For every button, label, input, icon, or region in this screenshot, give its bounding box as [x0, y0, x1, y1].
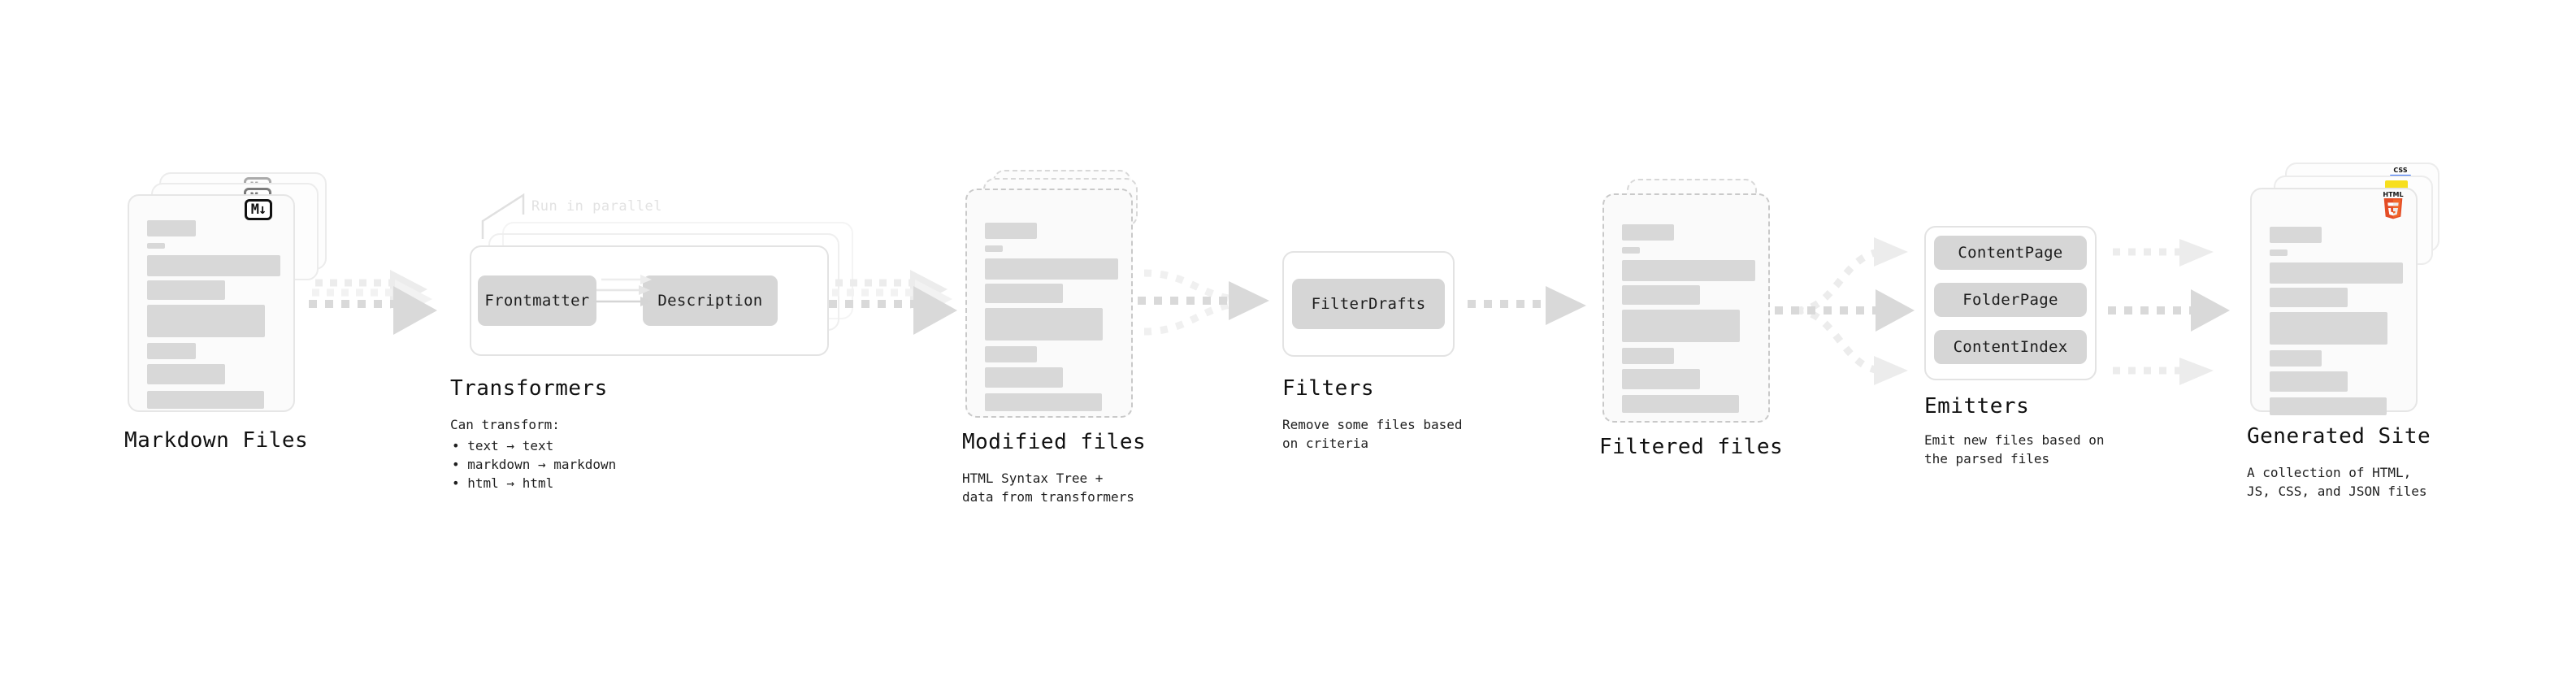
transformers-bullet-1: • text → text: [452, 438, 554, 453]
doc-bar: [1622, 285, 1700, 305]
doc-bar: [985, 308, 1103, 340]
doc-bar: [1622, 348, 1674, 364]
doc-bar: [2270, 249, 2288, 256]
doc-bar: [2270, 262, 2403, 284]
emitters-subtitle: Emit new files based on the parsed files: [1924, 432, 2105, 466]
content-index-pill[interactable]: ContentIndex: [1934, 330, 2087, 364]
doc-bar: [2270, 227, 2322, 243]
doc-bar: [147, 220, 196, 236]
run-in-parallel-leader: [481, 193, 525, 239]
modified-card-front: [965, 189, 1133, 418]
doc-bar: [2270, 312, 2387, 345]
doc-bar: [2270, 397, 2387, 415]
frontmatter-pill[interactable]: Frontmatter: [478, 275, 596, 326]
arrow-transformers-to-modified: [829, 270, 957, 335]
doc-bar: [147, 280, 225, 300]
markdown-card-front: [128, 194, 295, 412]
generated-site-title: Generated Site: [2247, 424, 2431, 449]
emitters-title: Emitters: [1924, 394, 2030, 419]
transformers-bullet-2: • markdown → markdown: [452, 457, 617, 472]
arrow-filters-to-filtered: [1468, 286, 1586, 325]
modified-files-subtitle: HTML Syntax Tree + data from transformer…: [962, 471, 1134, 505]
doc-bar: [985, 223, 1037, 239]
doc-bar: [985, 284, 1063, 303]
filtered-files-title: Filtered files: [1599, 435, 1784, 459]
doc-bar: [985, 346, 1037, 362]
markdown-badge-front: M↓: [245, 199, 272, 220]
arrow-emitters-to-site: [2108, 239, 2230, 385]
filter-drafts-pill[interactable]: FilterDrafts: [1292, 279, 1445, 329]
filtered-card-front: [1602, 193, 1770, 423]
generated-site-subtitle: A collection of HTML, JS, CSS, and JSON …: [2247, 465, 2427, 499]
doc-bar: [2270, 288, 2348, 307]
arrow-filtered-to-emitters: [1775, 237, 1915, 385]
doc-bar: [985, 245, 1003, 252]
transformers-subtitle: Can transform:: [450, 417, 560, 432]
description-pill[interactable]: Description: [643, 275, 778, 326]
doc-bar: [1622, 369, 1700, 389]
doc-bar: [147, 255, 280, 276]
folder-page-pill[interactable]: FolderPage: [1934, 283, 2087, 317]
doc-bar: [147, 364, 225, 384]
doc-bar: [147, 243, 165, 249]
doc-bar: [1622, 224, 1674, 241]
filters-subtitle: Remove some files based on criteria: [1282, 417, 1463, 451]
doc-bar: [1622, 395, 1739, 413]
doc-bar: [985, 367, 1063, 388]
site-card-front: [2250, 188, 2418, 415]
doc-bar: [1622, 260, 1755, 281]
doc-bar: [2270, 371, 2348, 392]
html5-icon-label: HTML: [2383, 191, 2404, 198]
transformers-bullet-3: • html → html: [452, 475, 554, 491]
content-page-pill[interactable]: ContentPage: [1934, 236, 2087, 270]
doc-bar: [147, 343, 196, 359]
transformers-bullets: • text → text • markdown → markdown • ht…: [452, 436, 616, 492]
modified-files-title: Modified files: [962, 430, 1147, 454]
doc-bar: [2270, 350, 2322, 367]
arrow-md-to-transformers: [309, 270, 437, 335]
transformers-title: Transformers: [450, 376, 608, 401]
doc-bar: [147, 391, 264, 409]
markdown-files-title: Markdown Files: [124, 428, 309, 453]
doc-bar: [985, 258, 1118, 280]
doc-bar: [1622, 310, 1740, 342]
filters-title: Filters: [1282, 376, 1375, 401]
transformer-internal-arrows: [593, 275, 652, 306]
doc-bar: [147, 305, 265, 337]
css-badge-label: CSS: [2393, 167, 2408, 174]
html5-icon: HTML: [2379, 192, 2407, 224]
doc-bar: [1622, 247, 1640, 254]
arrow-modified-to-filters: [1138, 269, 1269, 336]
doc-bar: [985, 393, 1102, 411]
run-in-parallel-label: Run in parallel: [531, 198, 663, 215]
